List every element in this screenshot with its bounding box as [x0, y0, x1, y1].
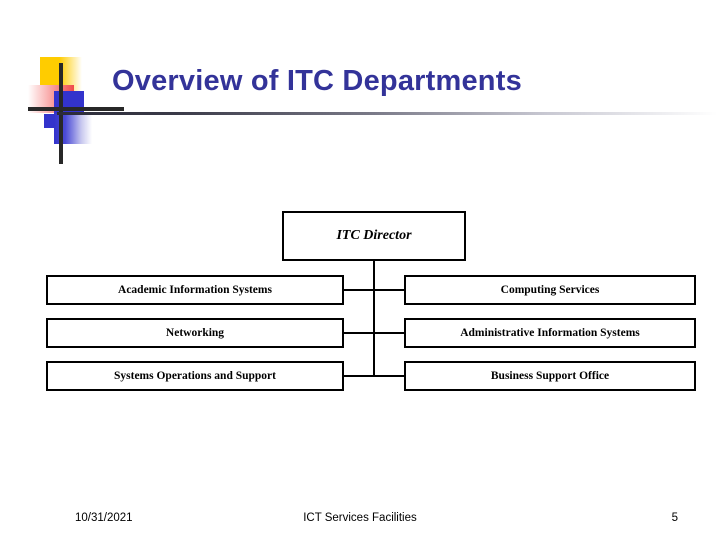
org-node-academic-information-systems: Academic Information Systems: [46, 275, 344, 305]
title-underline-rule: [57, 112, 717, 115]
slide-footer: 10/31/2021 ICT Services Facilities 5: [0, 512, 720, 534]
org-node-networking: Networking: [46, 318, 344, 348]
footer-page-number: 5: [671, 512, 678, 524]
logo-blue-block-small: [44, 114, 55, 128]
connector-left-row1: [344, 289, 374, 291]
org-node-administrative-information-systems: Administrative Information Systems: [404, 318, 696, 348]
connector-right-row1: [374, 289, 405, 291]
org-node-itc-director: ITC Director: [282, 211, 466, 261]
footer-date: 10/31/2021: [75, 512, 133, 524]
org-node-systems-operations-and-support: Systems Operations and Support: [46, 361, 344, 391]
logo-cross-horizontal: [28, 107, 124, 111]
connector-trunk: [373, 261, 375, 376]
org-node-business-support-office: Business Support Office: [404, 361, 696, 391]
connector-right-row3: [374, 375, 405, 377]
org-node-computing-services: Computing Services: [404, 275, 696, 305]
connector-right-row2: [374, 332, 405, 334]
footer-center-text: ICT Services Facilities: [303, 512, 417, 524]
connector-left-row2: [344, 332, 374, 334]
connector-left-row3: [344, 375, 374, 377]
slide-title: Overview of ITC Departments: [112, 65, 522, 97]
